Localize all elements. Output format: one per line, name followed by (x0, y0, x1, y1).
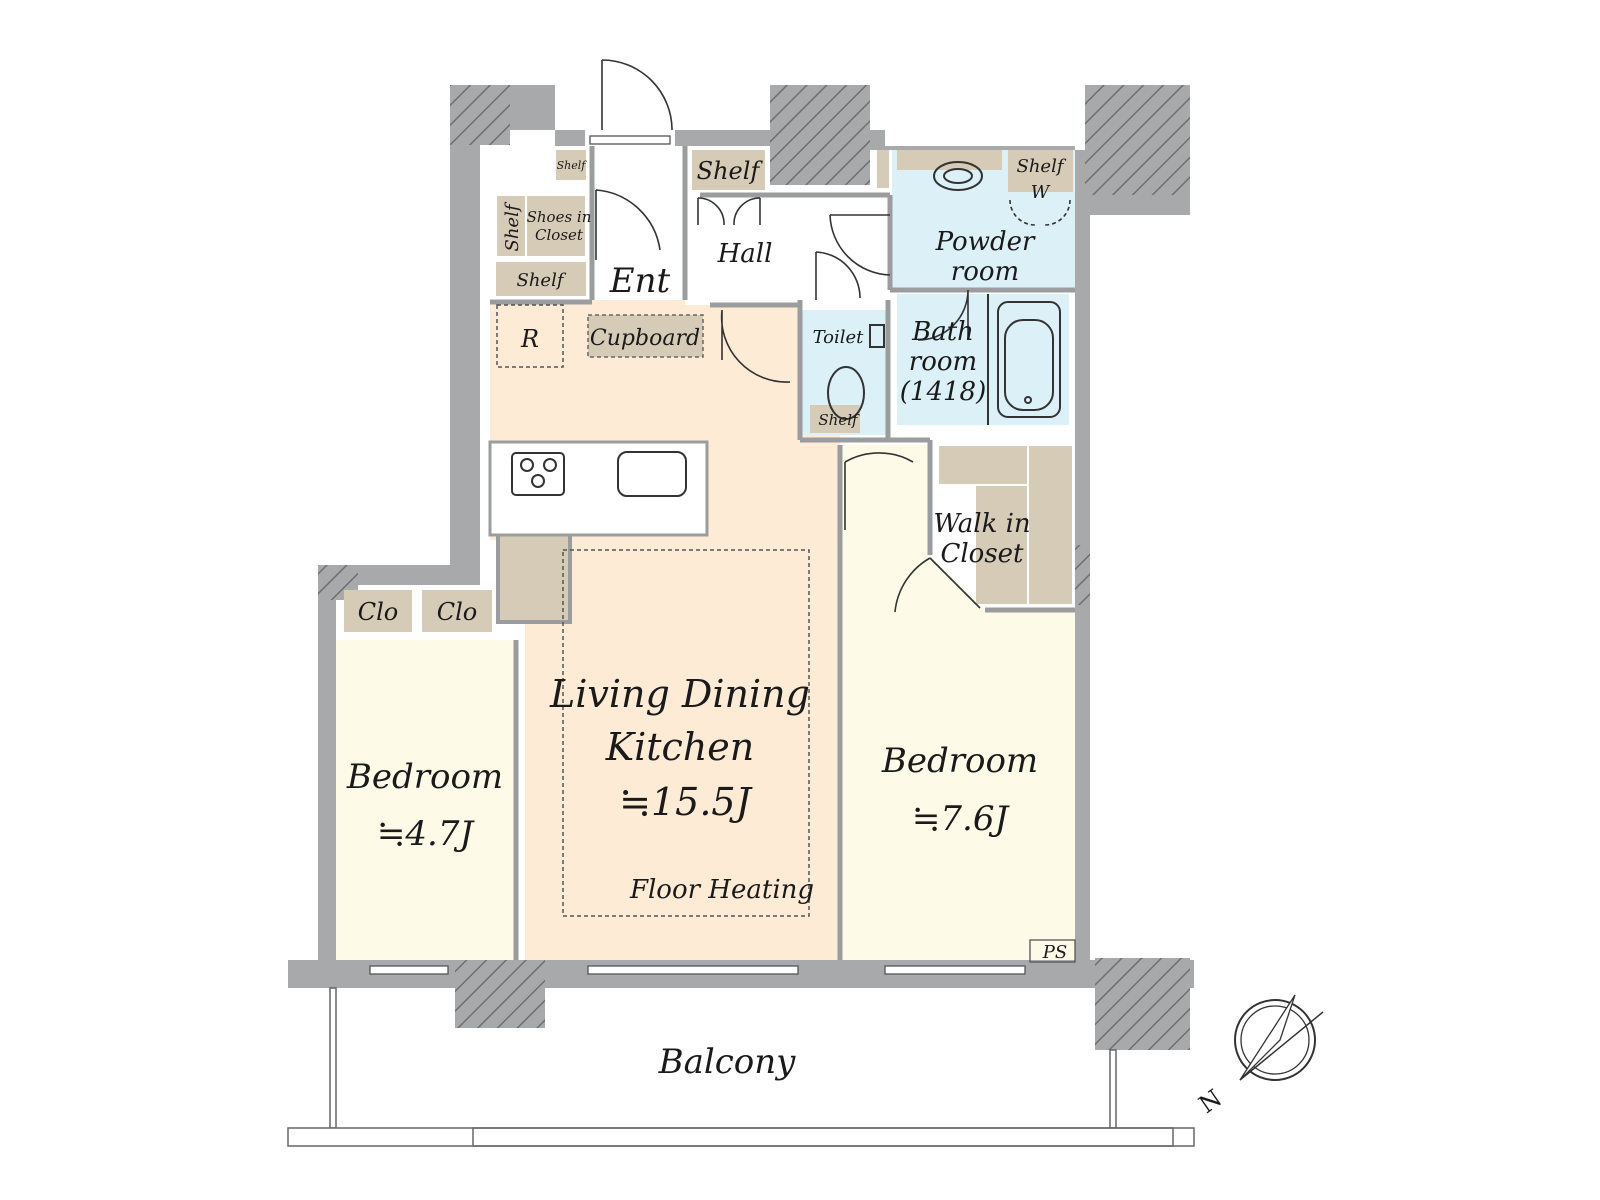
bathroom-line3: (1418) (900, 377, 986, 407)
closet-left-a-label: Clo (358, 598, 399, 626)
shelf-vertical-label: Shelf (502, 201, 523, 251)
kitchen-counter (488, 304, 709, 537)
entrance-floor (592, 150, 685, 300)
hall-label: Hall (717, 239, 773, 269)
shelf-lower (496, 262, 586, 296)
stove (511, 452, 565, 496)
compass-north-label: N (1194, 1084, 1227, 1119)
closet-left-a (344, 590, 412, 632)
walk-in-closet-shelf-a (937, 444, 1029, 486)
balcony-label: Balcony (658, 1042, 797, 1082)
bedroom-left-floor (336, 640, 516, 960)
cupboard-label: Cupboard (590, 326, 700, 351)
shelf-powder-label: Shelf (1017, 156, 1067, 177)
ldk-area: ≒15.5J (619, 780, 752, 824)
hall-floor (685, 195, 890, 305)
toilet-shelf-label: Shelf (818, 411, 860, 429)
shelf-lower-label: Shelf (517, 270, 567, 291)
bathtub (997, 301, 1061, 418)
shelf-powder-left (877, 150, 889, 188)
shelf-top-small-label: Shelf (557, 159, 588, 172)
bedroom-left-name: Bedroom (346, 757, 503, 797)
bedroom-right-name: Bedroom (881, 741, 1038, 781)
toilet-bowl (827, 366, 865, 420)
partitions (490, 146, 1075, 960)
bedroom-left-area: ≒4.7J (377, 814, 476, 854)
wet-fixtures (827, 161, 1061, 425)
washer-label: W (1031, 182, 1051, 203)
shelf-hall-label: Shelf (697, 157, 764, 185)
bedroom-right-floor (840, 445, 1075, 960)
structural-columns (318, 85, 1190, 1050)
pipe-space-label: PS (1042, 942, 1067, 963)
toilet-shelf (810, 405, 860, 433)
bathroom-floor (897, 294, 1069, 425)
shelf-vertical (495, 194, 527, 258)
pipe-space-box (1029, 939, 1076, 963)
ldk-floor (490, 300, 840, 960)
refrigerator-label: R (520, 325, 539, 353)
ldk-floor-heating: Floor Heating (629, 875, 814, 905)
walk-in-closet-line1: Walk in (933, 509, 1030, 539)
shoes-closet-line2: Closet (535, 226, 584, 244)
powder-counter (897, 150, 1002, 170)
walk-in-closet-shelf-b (1027, 444, 1074, 606)
cupboard (587, 314, 704, 358)
powder-room-line2: room (951, 257, 1019, 287)
refrigerator-space (496, 304, 564, 368)
floor-heating-area (562, 549, 810, 917)
labels: Living Dining Kitchen ≒15.5J Floor Heati… (346, 156, 1067, 1082)
closet-left-b (422, 590, 492, 632)
bathroom-line1: Bath (911, 317, 974, 347)
bedroom-right-area: ≒7.6J (912, 799, 1011, 839)
compass: N (1194, 994, 1324, 1119)
walk-in-closet-line2: Closet (940, 539, 1024, 569)
sink (617, 451, 687, 497)
windows (369, 135, 1026, 975)
toilet-label: Toilet (813, 327, 865, 348)
doors (595, 59, 1071, 613)
shoes-closet-line1: Shoes in (527, 208, 592, 226)
entrance-label: Ent (609, 261, 671, 301)
wash-basin (933, 161, 983, 191)
balcony (287, 987, 1195, 1147)
ldk-name-line1: Living Dining (549, 672, 810, 716)
shelf-hall (692, 150, 765, 190)
shelf-top-small (556, 150, 586, 180)
closet-left-b-label: Clo (437, 598, 478, 626)
walk-in-closet-shelf-c (974, 484, 1029, 606)
powder-room-line1: Powder (935, 227, 1036, 257)
bathroom-line2: room (909, 347, 977, 377)
ldk-name-line2: Kitchen (605, 725, 755, 769)
shelf-powder (1008, 150, 1073, 192)
